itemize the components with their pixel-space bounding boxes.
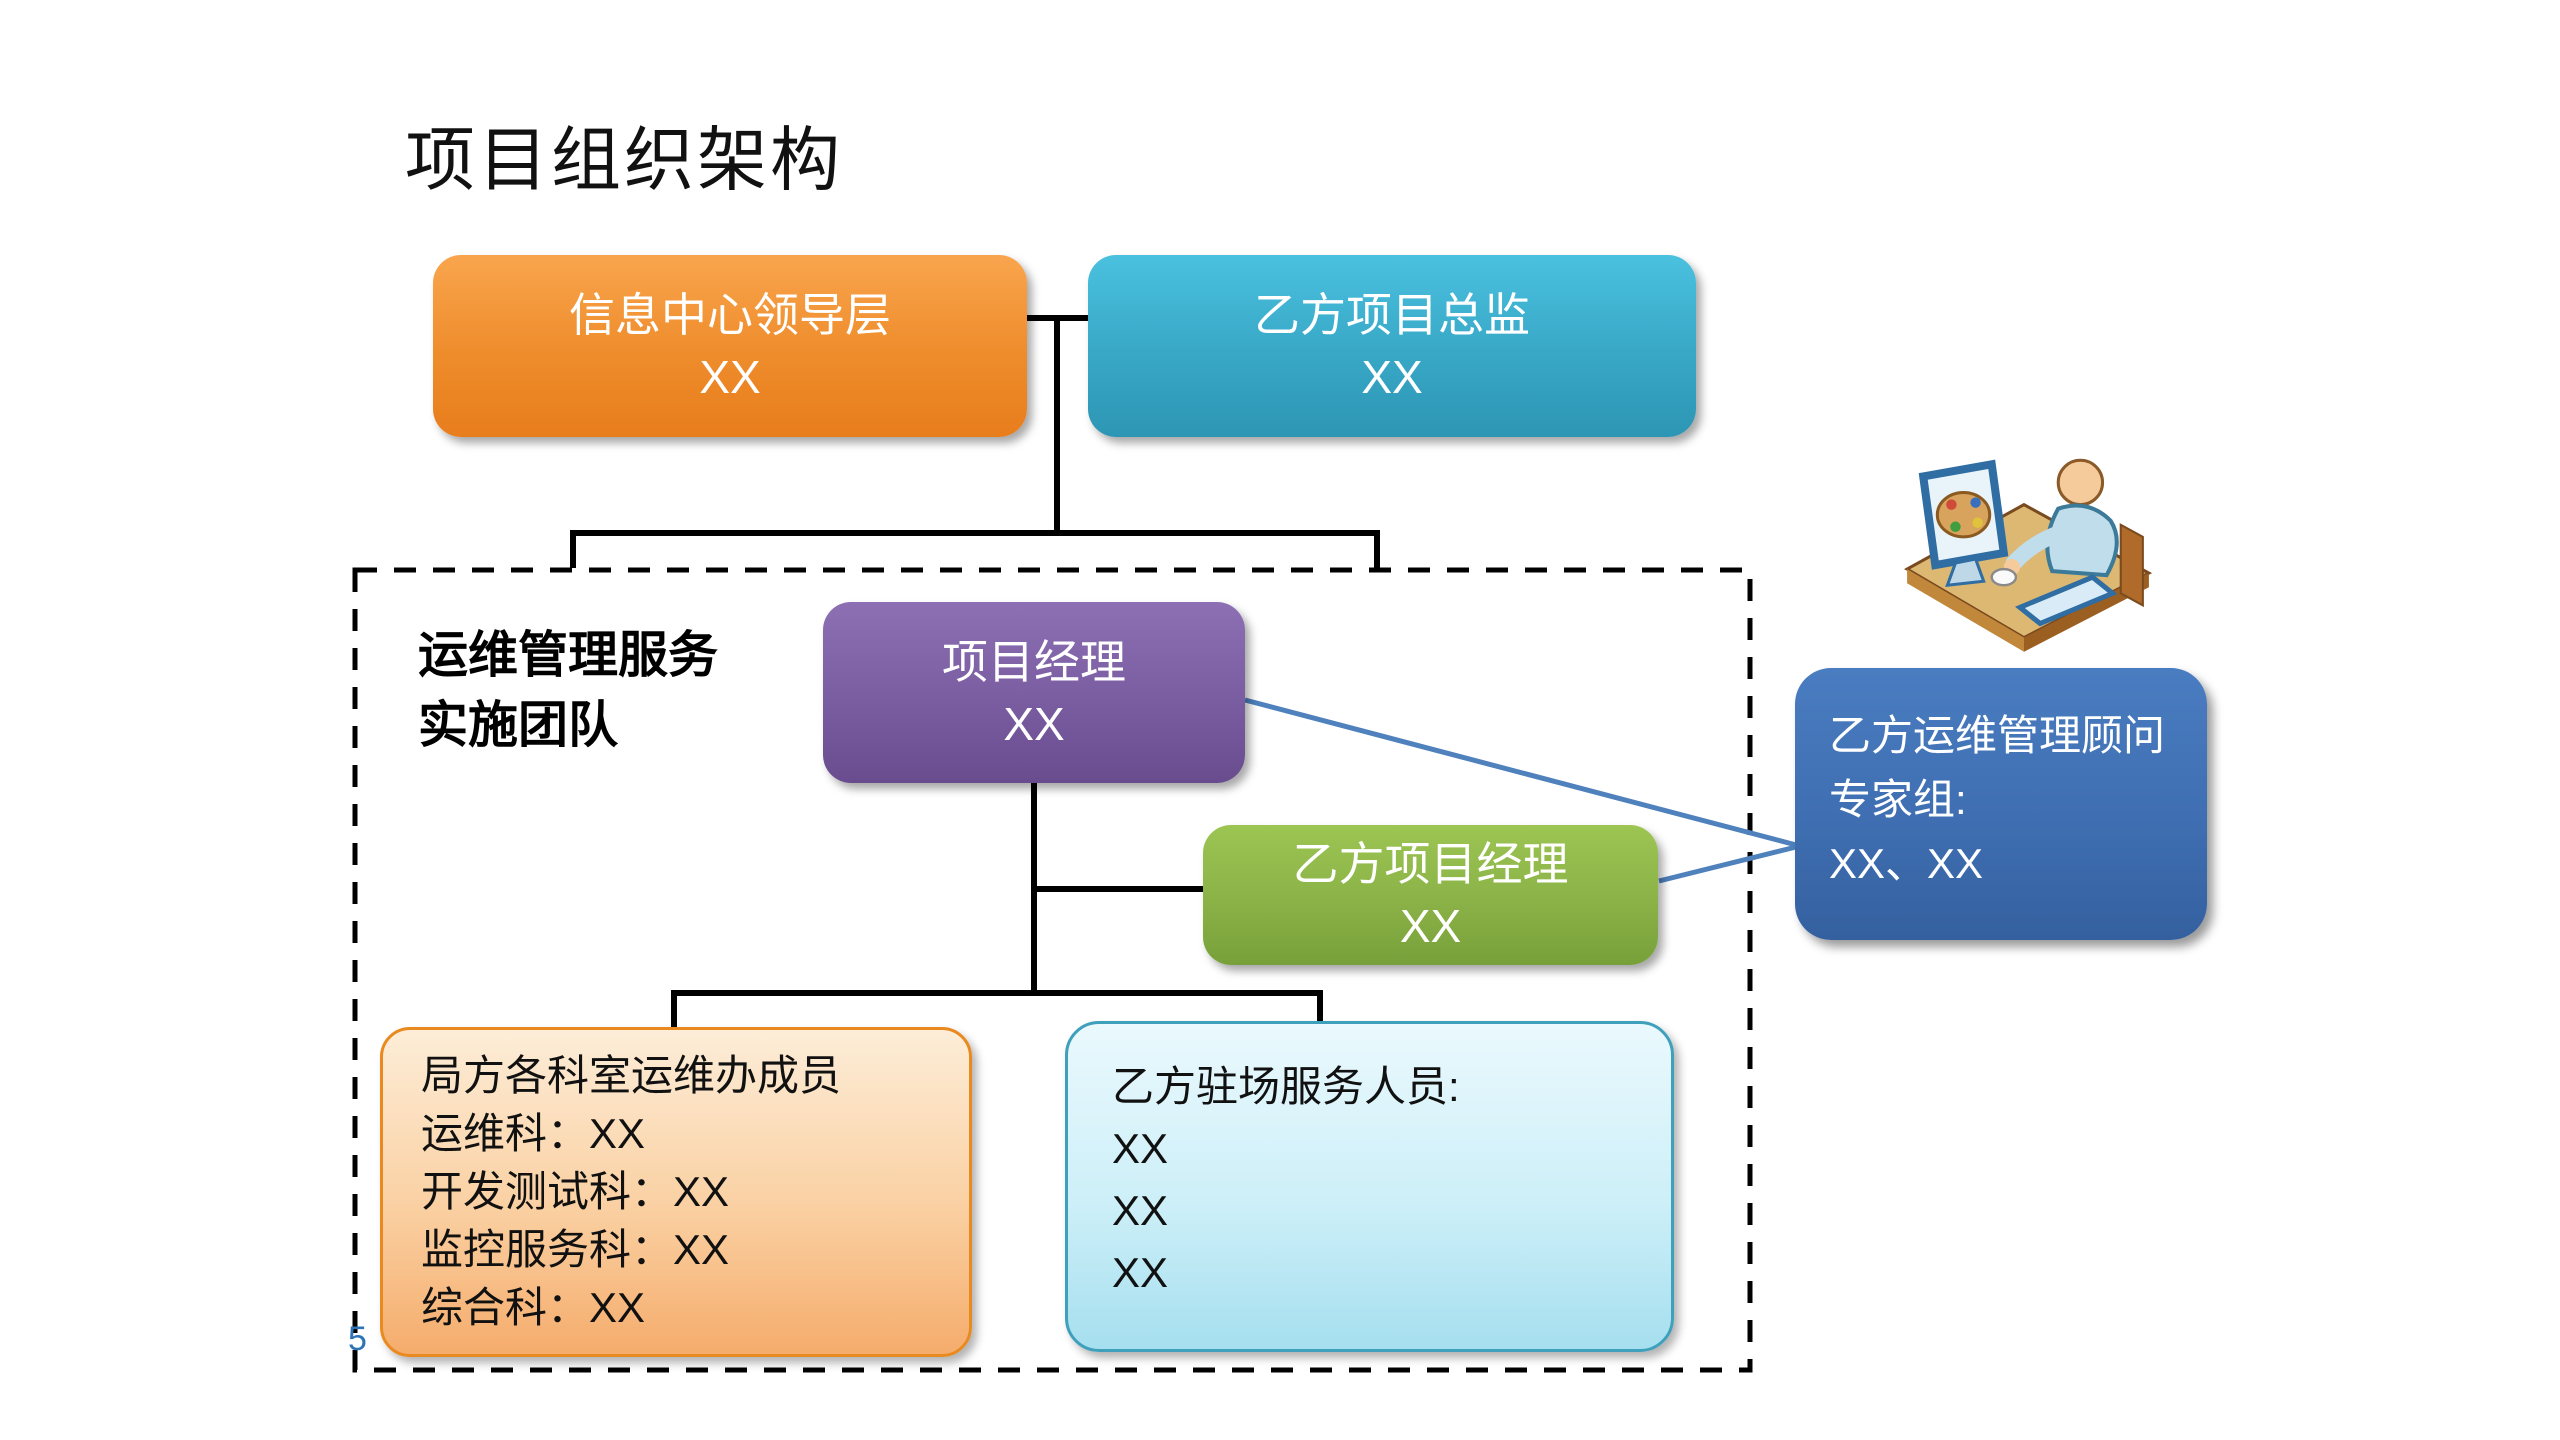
palette-dot (1950, 521, 1961, 533)
palette-dot (1946, 499, 1957, 510)
text-line: XX、XX (1829, 840, 1984, 887)
keyboard (2015, 574, 2118, 627)
palette-dot (1972, 517, 1983, 528)
text-line: XX (1399, 900, 1462, 952)
org-box-vendor-ops-expert-group: 乙方运维管理顾问 专家组: XX、XX (1795, 668, 2207, 940)
text-line: 项目经理 (942, 635, 1126, 688)
text-line: 运维管理服务 (418, 627, 718, 683)
text-line: 监控服务科：XX (421, 1226, 730, 1273)
org-box-info-center-leadership: 信息中心领导层 XX (433, 255, 1027, 437)
page-number: 5 (348, 1320, 367, 1358)
text-line: XX (699, 351, 761, 403)
text-line: 实施团队 (418, 697, 618, 753)
text-line: XX (1112, 1249, 1169, 1296)
text-line: 运维科：XX (421, 1110, 646, 1157)
text-line: XX (1112, 1187, 1169, 1234)
text-line: 开发测试科：XX (421, 1168, 730, 1215)
computer-mouse (1990, 567, 2018, 587)
text-line: 局方各科室运维办成员 (421, 1052, 842, 1099)
org-box-vendor-project-director: 乙方项目总监 XX (1088, 255, 1696, 437)
org-box-bureau-ops-members: 局方各科室运维办成员 运维科：XX 开发测试科：XX 监控服务科：XX 综合科：… (380, 1027, 972, 1357)
text-line: 乙方项目经理 (1292, 838, 1569, 890)
callout-line-from-vendor-pm (1658, 843, 1801, 884)
text-line: XX (1003, 697, 1065, 750)
desk-side-panel (2119, 523, 2144, 608)
person-arm (2005, 524, 2069, 572)
desk-edge-left (1907, 569, 2024, 652)
team-container-label: 运维管理服务 实施团队 (418, 620, 718, 760)
person-head (2056, 458, 2105, 507)
text-line: XX (1361, 351, 1423, 403)
palette-dot (1970, 497, 1981, 508)
text-line: XX (1112, 1125, 1169, 1172)
text-line: 乙方驻场服务人员: (1112, 1063, 1460, 1110)
person-at-computer-icon (1904, 458, 2153, 652)
text-line: 专家组: (1829, 776, 1967, 823)
desk-edge-right (2023, 573, 2149, 652)
text-line: 信息中心领导层 (569, 289, 891, 341)
text-line: 综合科：XX (421, 1284, 646, 1331)
text-line: 乙方项目总监 (1254, 289, 1530, 341)
monitor-stand (1945, 557, 1986, 587)
palette-graphic (1935, 491, 1992, 539)
page-title: 项目组织架构 (405, 121, 843, 199)
org-box-project-manager: 项目经理 XX (823, 602, 1245, 783)
org-box-vendor-project-manager: 乙方项目经理 XX (1203, 825, 1658, 965)
org-box-vendor-onsite-staff: 乙方驻场服务人员: XX XX XX (1065, 1021, 1674, 1352)
text-line: 乙方运维管理顾问 (1829, 712, 2166, 759)
